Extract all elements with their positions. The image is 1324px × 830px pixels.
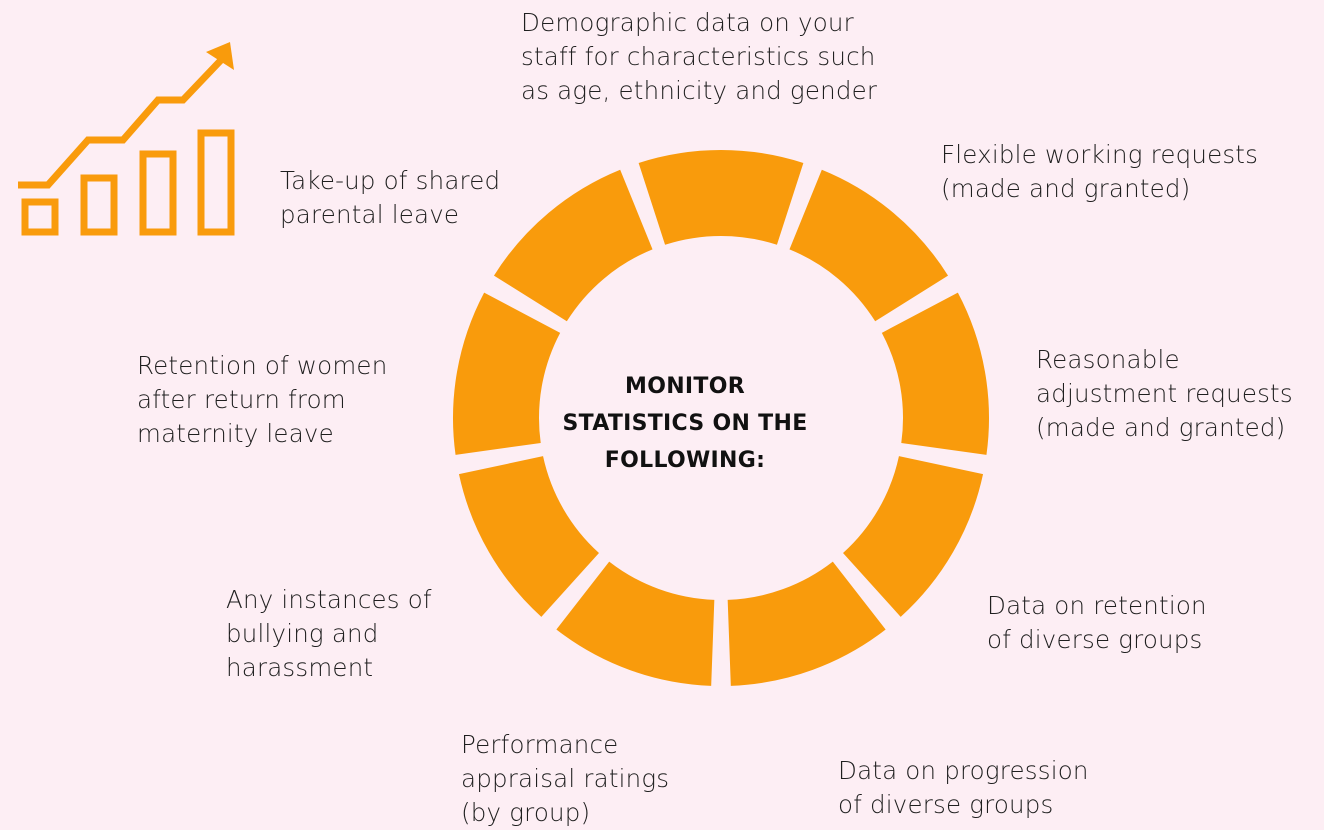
ring-segment-retention-women	[453, 292, 561, 455]
growth-chart-icon	[18, 42, 235, 236]
label-line: as age, ethnicity and gender	[521, 76, 878, 105]
ring-segment-flexible	[789, 169, 949, 322]
label-line: Demographic data on your	[521, 8, 854, 37]
center-heading: MONITOR STATISTICS ON THE FOLLOWING:	[560, 368, 810, 479]
ring-segment-performance	[556, 561, 715, 686]
bar-1	[21, 198, 59, 236]
center-heading-line: FOLLOWING:	[604, 448, 766, 473]
label-line: Data on retention	[987, 591, 1207, 620]
label-line: harassment	[226, 653, 374, 682]
label-flexible-working: Flexible working requests (made and gran…	[941, 138, 1258, 206]
ring-segment-bullying	[458, 456, 599, 617]
label-line: (made and granted)	[941, 174, 1191, 203]
label-line: appraisal ratings	[461, 764, 670, 793]
label-bullying: Any instances of bullying and harassment	[226, 583, 432, 685]
bar-3	[139, 150, 177, 236]
label-retention-diverse: Data on retention of diverse groups	[987, 589, 1207, 657]
label-retention-women: Retention of women after return from mat…	[137, 349, 387, 451]
label-line: after return from	[137, 385, 346, 414]
label-line: Any instances of	[226, 585, 432, 614]
label-line: adjustment requests	[1036, 379, 1293, 408]
bar-2	[80, 174, 118, 236]
bar-4	[197, 129, 235, 236]
label-demographic: Demographic data on your staff for chara…	[521, 6, 877, 108]
label-line: Data on progression	[838, 756, 1089, 785]
trend-arrow-line	[18, 55, 226, 189]
label-progression: Data on progression of diverse groups	[838, 754, 1089, 822]
label-line: Flexible working requests	[941, 140, 1259, 169]
ring-segment-parental	[493, 169, 653, 322]
label-line: of diverse groups	[987, 625, 1203, 654]
label-performance: Performance appraisal ratings (by group)	[461, 728, 669, 830]
label-line: of diverse groups	[838, 790, 1054, 819]
label-line: Performance	[461, 730, 619, 759]
label-line: staff for characteristics such	[521, 42, 876, 71]
label-line: bullying and	[226, 619, 379, 648]
label-line: Take-up of shared	[280, 166, 501, 195]
ring-segment-demographic	[638, 149, 804, 245]
ring-segment-progression	[727, 561, 886, 686]
label-line: Reasonable	[1036, 345, 1180, 374]
ring-segment-retention-diverse	[843, 456, 984, 617]
label-line: (made and granted)	[1036, 413, 1286, 442]
label-reasonable-adjustment: Reasonable adjustment requests (made and…	[1036, 343, 1293, 445]
center-heading-line: MONITOR	[625, 374, 745, 399]
label-parental-leave: Take-up of shared parental leave	[280, 164, 500, 232]
ring-segment-reasonable	[881, 292, 989, 455]
label-line: (by group)	[461, 798, 591, 827]
arrow-head	[206, 42, 234, 70]
label-line: parental leave	[280, 200, 460, 229]
label-line: Retention of women	[137, 351, 388, 380]
center-heading-line: STATISTICS ON THE	[562, 411, 808, 436]
label-line: maternity leave	[137, 419, 334, 448]
